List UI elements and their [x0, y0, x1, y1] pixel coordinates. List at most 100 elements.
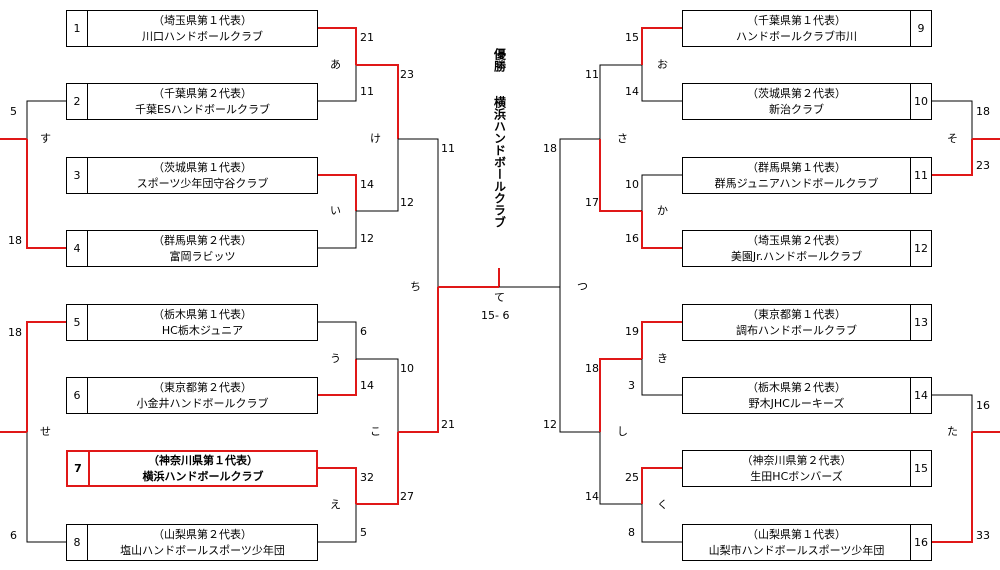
score-se-5: 18 [8, 326, 22, 339]
line-so-11 [932, 139, 973, 176]
score-so-10: 18 [976, 105, 990, 118]
team-region: （神奈川県第２代表） [741, 453, 852, 467]
score-u-5: 6 [360, 325, 367, 338]
team-box-13: 13 （東京都第１代表）調布ハンドボールクラブ [682, 304, 932, 341]
team-number: 3 [67, 158, 88, 193]
team-name: スポーツ少年団守谷クラブ [136, 176, 269, 190]
team-region: （神奈川県第１代表） [148, 453, 258, 467]
score-e-8: 5 [360, 526, 367, 539]
score-ke-i: 12 [400, 196, 414, 209]
match-label-ke: け [370, 132, 381, 145]
match-label-su: す [40, 132, 51, 145]
line-ku-15 [641, 467, 682, 504]
line-se-5 [26, 321, 66, 432]
line-ko-e [356, 432, 399, 505]
score-ka-12: 16 [625, 232, 639, 245]
line-ke-i [356, 139, 399, 212]
team-region: （埼玉県第２代表） [747, 233, 846, 247]
line-ta-14 [932, 394, 973, 432]
team-region: （茨城県第１代表） [153, 160, 252, 174]
score-sa-ka: 17 [585, 196, 599, 209]
team-name: 山梨市ハンドボールスポーツ少年団 [708, 543, 885, 557]
team-region: （東京都第２代表） [153, 380, 252, 394]
score-ko-u: 10 [400, 362, 414, 375]
team-number: 9 [910, 11, 931, 46]
line-ku-16 [641, 504, 682, 543]
team-region: （千葉県第１代表） [747, 13, 846, 27]
line-tsu-sa [559, 138, 600, 287]
team-number: 6 [67, 378, 88, 413]
match-label-ki: き [657, 352, 668, 365]
team-name: 生田HCボンバーズ [750, 469, 843, 483]
score-ke-a: 23 [400, 68, 414, 81]
match-label-ta: た [947, 425, 958, 438]
score-a-1: 21 [360, 31, 374, 44]
champion-label: 優勝 [487, 48, 511, 76]
score-a-2: 11 [360, 85, 374, 98]
team-region: （栃木県第１代表） [153, 307, 252, 321]
match-label-u: う [330, 352, 341, 365]
champion-label-text: 優勝 [492, 48, 507, 72]
line-i-3 [318, 174, 357, 211]
team-name: ハンドボールクラブ市川 [736, 29, 857, 43]
score-su-2: 5 [10, 105, 17, 118]
team-box-14: 14 （栃木県第２代表）野木JHCルーキーズ [682, 377, 932, 414]
team-region: （栃木県第２代表） [747, 380, 846, 394]
score-su-4: 18 [8, 234, 22, 247]
team-number: 4 [67, 231, 88, 266]
team-name: 新治クラブ [769, 102, 824, 116]
line-e-7 [318, 467, 357, 504]
score-shi-ki: 18 [585, 362, 599, 375]
match-label-final: て [494, 291, 505, 304]
line-ko-u [356, 358, 399, 432]
score-ta-16: 33 [976, 529, 990, 542]
team-number: 15 [910, 451, 931, 486]
line-so-10 [932, 100, 973, 139]
team-box-2: 2 （千葉県第２代表） 千葉ESハンドボールクラブ [66, 83, 318, 120]
match-label-so: そ [947, 132, 958, 145]
score-tsu-sa: 18 [543, 142, 557, 155]
team-box-10: 10 （茨城県第２代表）新治クラブ [682, 83, 932, 120]
team-number: 10 [910, 84, 931, 119]
line-se-8 [26, 432, 66, 543]
line-sa-o [599, 64, 642, 139]
match-label-o: お [657, 58, 668, 71]
score-i-4: 12 [360, 232, 374, 245]
team-name: 川口ハンドボールクラブ [142, 29, 263, 43]
match-label-tsu: つ [577, 280, 588, 293]
team-name: 横浜ハンドボールクラブ [142, 469, 264, 483]
team-name: 千葉ESハンドボールクラブ [135, 102, 270, 116]
score-sa-o: 11 [585, 68, 599, 81]
team-number: 13 [910, 305, 931, 340]
match-label-ku: く [657, 498, 668, 511]
line-sa-ka [599, 139, 642, 212]
score-i-3: 14 [360, 178, 374, 191]
line-ta-16 [932, 432, 973, 543]
team-box-6: 6 （東京都第２代表） 小金井ハンドボールクラブ [66, 377, 318, 414]
score-e-7: 32 [360, 471, 374, 484]
line-i-4 [318, 211, 357, 249]
team-number: 11 [910, 158, 931, 193]
line-ki-13 [641, 321, 682, 359]
line-a-2 [318, 65, 357, 102]
score-ko-e: 27 [400, 490, 414, 503]
match-label-e: え [330, 498, 341, 511]
score-se-8: 6 [10, 529, 17, 542]
team-name: 小金井ハンドボールクラブ [136, 396, 269, 410]
match-label-a: あ [330, 58, 341, 71]
champion-name-text: 横浜ハンドボールクラブ [492, 96, 507, 228]
team-number: 2 [67, 84, 88, 119]
match-label-ko: こ [370, 425, 381, 438]
team-region: （千葉県第２代表） [153, 86, 252, 100]
score-ki-13: 19 [625, 325, 639, 338]
team-box-9: 9 （千葉県第１代表） ハンドボールクラブ市川 [682, 10, 932, 47]
team-number: 5 [67, 305, 88, 340]
score-ku-16: 8 [628, 526, 635, 539]
final-score: 15- 6 [481, 309, 510, 322]
match-label-ka: か [657, 204, 668, 217]
line-ka-12 [641, 211, 682, 249]
team-number: 14 [910, 378, 931, 413]
line-e-8 [318, 504, 357, 543]
match-label-shi: し [617, 425, 628, 438]
